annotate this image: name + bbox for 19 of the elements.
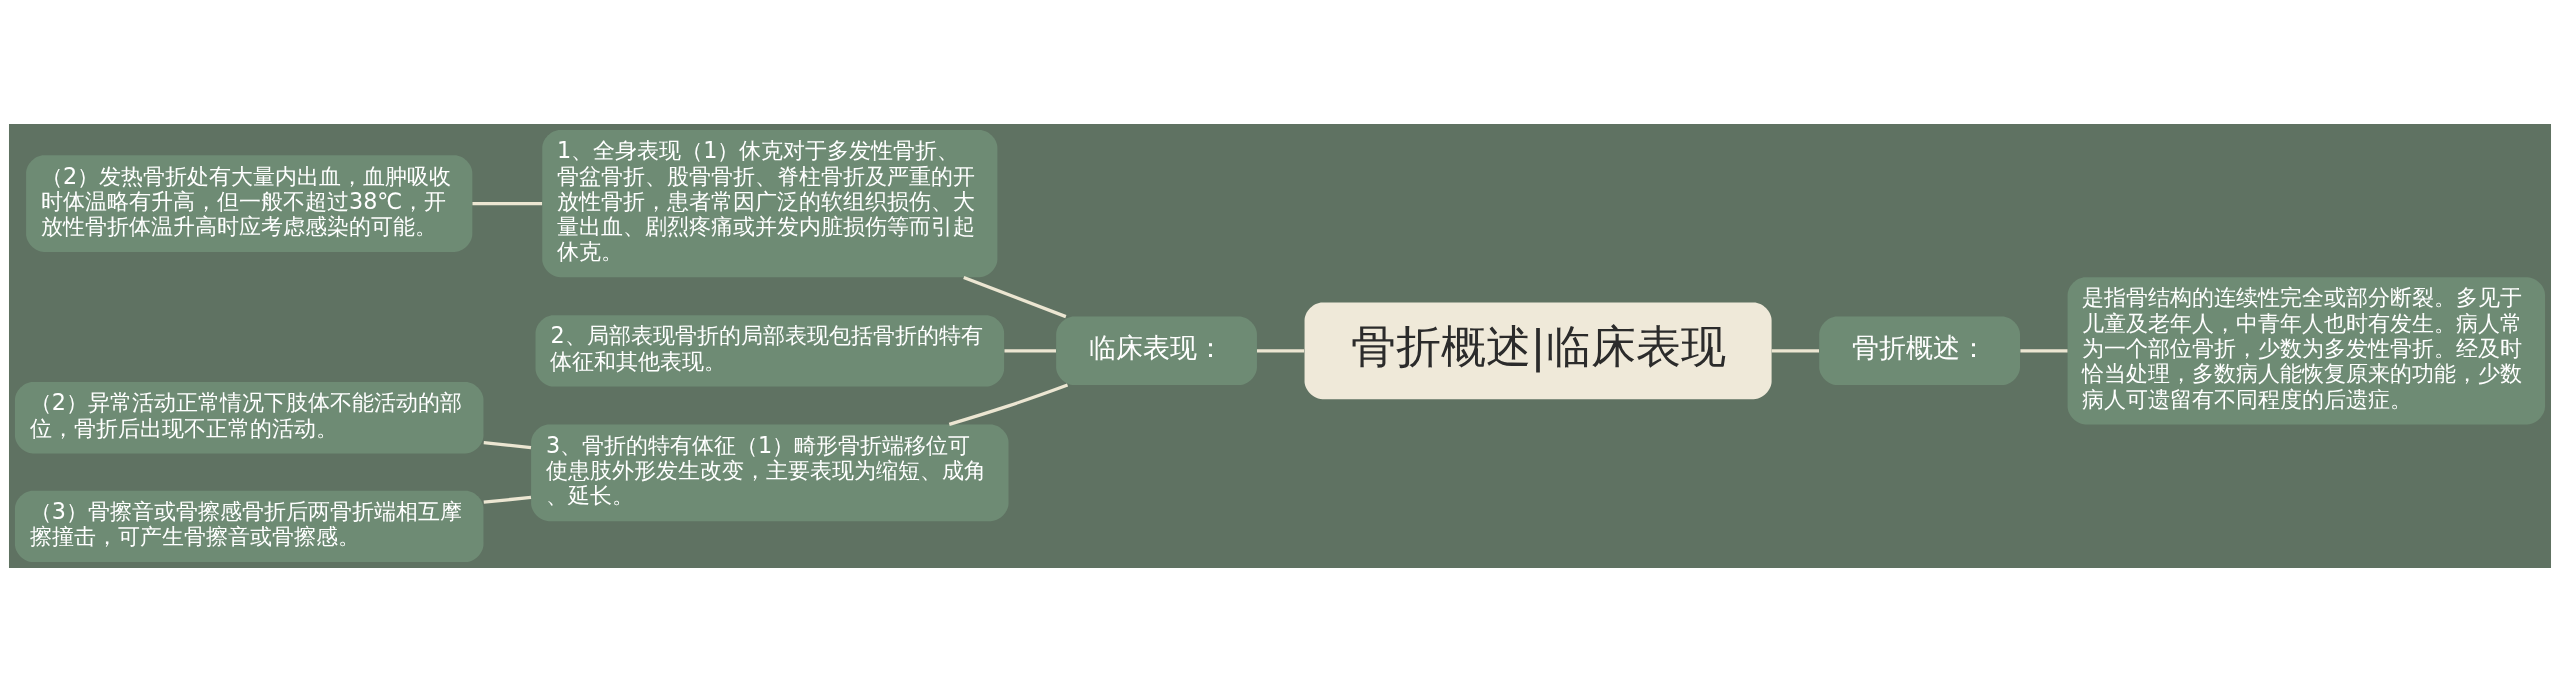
node-box: 1、全身表现（1）休克对于多发性骨折、骨盆骨折、股骨骨折、脊柱骨折及严重的开放性骨折，患者常因广泛的软组织损伤、大量出血、剧烈疼痛或并发内脏损伤等而引起休克。 [542, 129, 998, 278]
connector [483, 495, 532, 504]
node-box: 骨折概述： [1819, 316, 2020, 386]
node-box: （2）异常活动正常情况下肢体不能活动的部位，骨折后出现不正常的活动。 [14, 382, 484, 454]
connector [1257, 349, 1305, 353]
connector [2020, 349, 2068, 353]
node-box: 临床表现： [1056, 316, 1257, 386]
node-box: 3、骨折的特有体征（1）畸形骨折端移位可使患肢外形发生改变，主要表现为缩短、成角、延长。 [531, 424, 1009, 522]
connector [963, 275, 1067, 319]
connector [472, 201, 543, 206]
connector [948, 383, 1069, 426]
node-box: 是指骨结构的连续性完全或部分断裂。多见于儿童及老年人，中青年人也时有发生。病人常为一个部位骨折，少数为多发性骨折。经及时恰当处理，多数病人能恢复原来的功能，少数病人可遗留有不同程度的后遗症。 [2067, 277, 2546, 425]
connector [1004, 349, 1056, 353]
node-box: （2）发热骨折处有大量内出血，血肿吸收时体温略有升高，但一般不超过38℃，开放性骨折体温升高时应考虑感染的可能。 [26, 155, 473, 252]
node-box: 骨折概述|临床表现 [1304, 302, 1772, 400]
node-box: （3）骨擦音或骨擦感骨折后两骨折端相互摩擦撞击，可产生骨擦音或骨擦感。 [14, 490, 484, 563]
connector [483, 440, 532, 450]
node-box: 2、局部表现骨折的局部表现包括骨折的特有体征和其他表现。 [535, 315, 1005, 387]
connector [1771, 349, 1819, 353]
